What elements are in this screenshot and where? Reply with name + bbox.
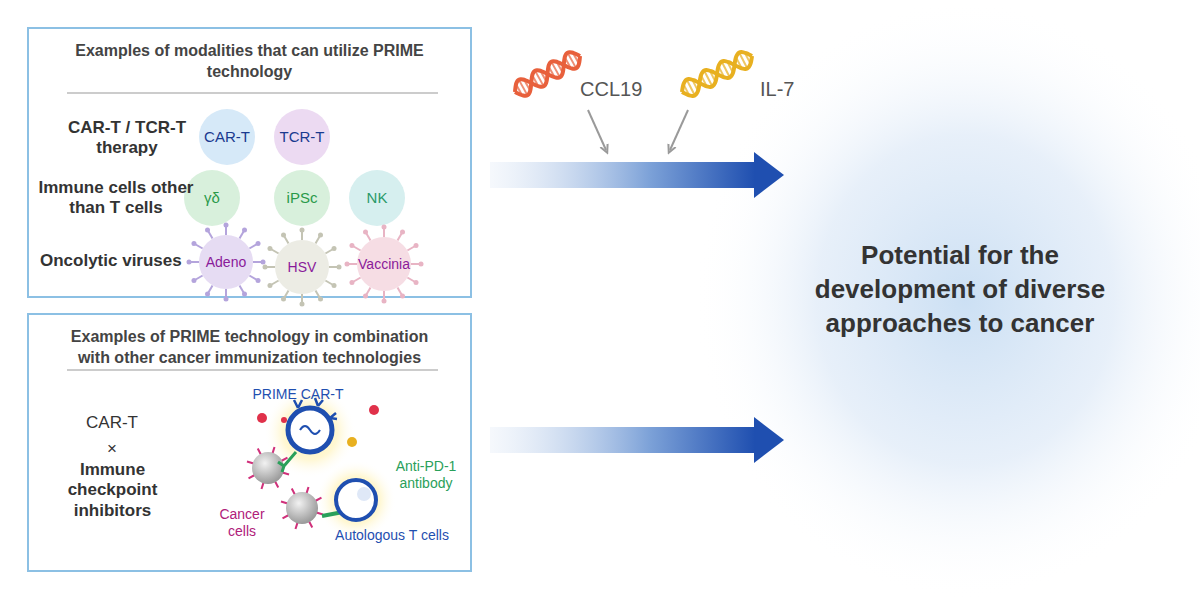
heading-rule: [67, 369, 438, 371]
modality-label: HSV: [288, 258, 317, 276]
modality-label: γδ: [204, 188, 220, 208]
heading-rule: [67, 92, 438, 94]
gene-label: CCL19: [580, 77, 660, 101]
virus-circle: Vaccinia: [353, 233, 415, 295]
modality-label: TCR-T: [280, 127, 325, 147]
outcome-text: Potential for the development of diverse…: [785, 239, 1135, 340]
leader-arrow: [588, 110, 606, 150]
leader-arrow: [670, 110, 688, 150]
cell-circle: TCR-T: [274, 109, 330, 165]
flow-arrow: [490, 162, 755, 188]
cell-circle: NK: [349, 170, 405, 226]
modality-label: iPSc: [287, 188, 318, 208]
row-label: CAR-T / TCR-T therapy: [62, 118, 192, 159]
virus-circle: HSV: [271, 236, 333, 298]
modality-label: CAR-T: [204, 127, 250, 147]
cell-illustration: [247, 386, 396, 540]
modality-label: NK: [367, 188, 388, 208]
flow-arrow: [490, 427, 755, 453]
virus-circle: Adeno: [195, 231, 257, 293]
cell-circle: iPSc: [274, 170, 330, 226]
outcome-area: Potential for the development of diverse…: [785, 200, 1135, 380]
panel-heading: Examples of PRIME technology in combinat…: [59, 327, 440, 369]
combo-label: Immune checkpoint inhibitors: [40, 460, 185, 521]
illustration-label: Autologous T cells: [322, 527, 462, 544]
row-label: Oncolytic viruses: [40, 251, 200, 271]
illustration-label: PRIME CAR-T: [248, 386, 348, 403]
illustration-label: Anti-PD-1 antibody: [386, 458, 466, 492]
modality-label: Adeno: [206, 253, 246, 271]
row-label: Immune cells other than T cells: [36, 178, 196, 219]
cell-circle: CAR-T: [199, 109, 255, 165]
modality-label: Vaccinia: [358, 255, 410, 273]
glow-halo: [695, 0, 1200, 600]
panel-heading: Examples of modalities that can utilize …: [59, 41, 440, 83]
gene-label: IL-7: [760, 77, 820, 101]
dna-icons: [511, 48, 756, 100]
illustration-label: Cancer cells: [214, 506, 270, 540]
combo-label: ×: [62, 439, 162, 459]
combo-label: CAR-T: [62, 413, 162, 433]
